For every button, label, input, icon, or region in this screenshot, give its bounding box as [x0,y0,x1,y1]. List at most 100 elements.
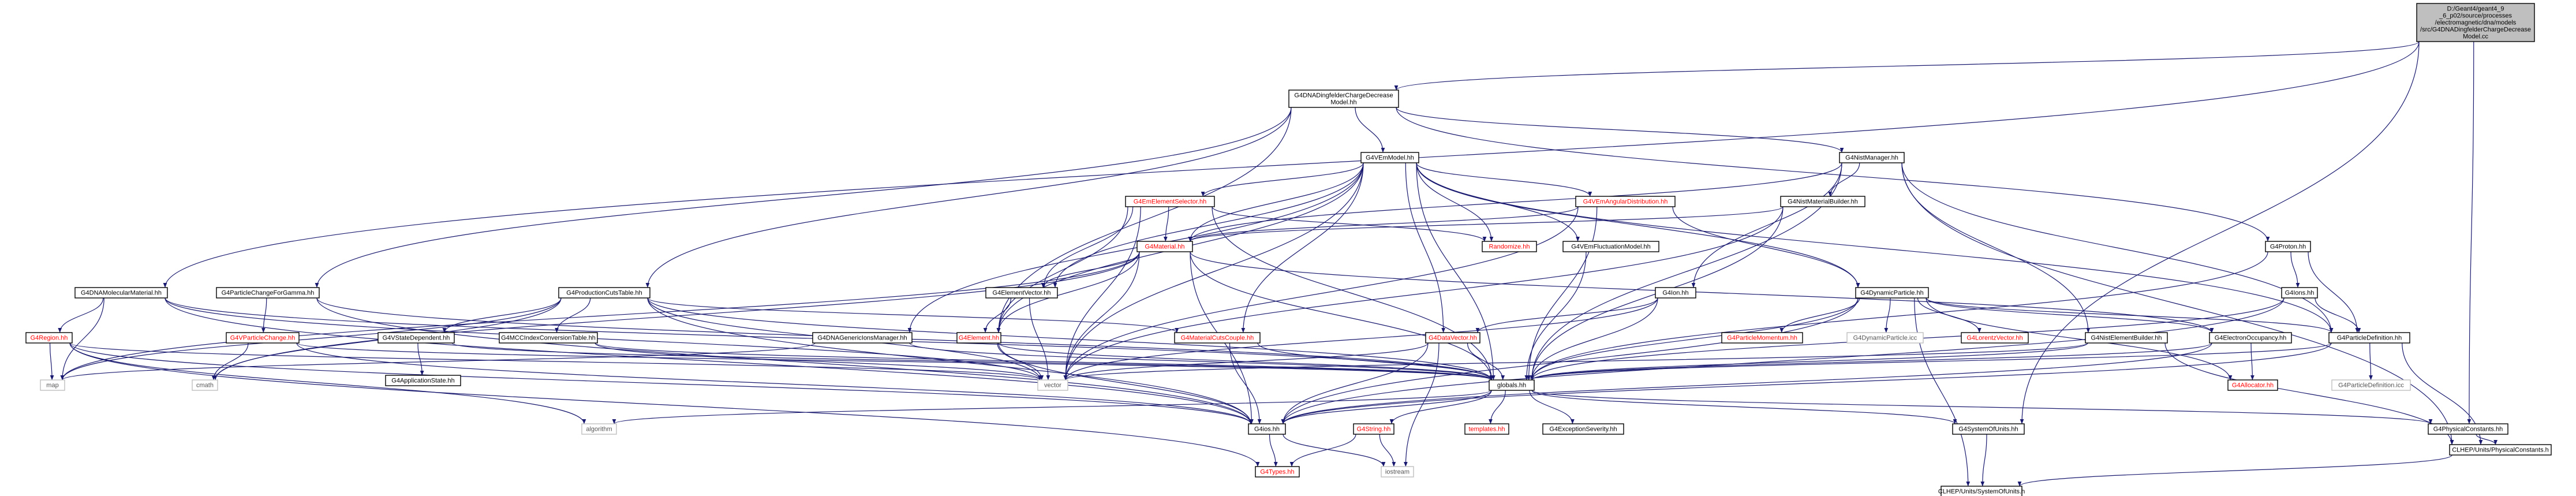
node-box [956,332,1001,344]
edge-line [1926,297,2214,333]
node-sysunits[interactable]: G4SystemOfUnits.hh [1952,423,2025,435]
header-nodes: D:/Geant4/geant4_9_6_p02/source/processe… [25,3,2552,496]
node-material[interactable]: G4Material.hh [1136,241,1193,252]
edge-vem-to-mcc [1241,162,1364,333]
node-string[interactable]: G4String.hh [1353,423,1394,435]
node-pdef[interactable]: G4ParticleDefinition.hh [2328,332,2410,344]
edge-line [612,390,1492,424]
edge-proton-to-ions [2290,251,2300,288]
edge-vem-to-vector [1063,162,1364,381]
node-pct[interactable]: G4ProductionCutsTable.hh [558,287,650,299]
edge-line [60,297,562,381]
node-physconst[interactable]: G4PhysicalConstants.hh [2428,423,2508,435]
node-pcg[interactable]: G4ParticleChangeForGamma.hh [216,287,320,299]
node-excsev[interactable]: G4ExceptionSeverity.hh [1542,423,1624,435]
node-label: G4NistMaterialBuilder.hh [1788,199,1858,206]
edge-line [1241,162,1364,333]
node-box [377,332,455,344]
edge-region-to-types [69,342,1260,467]
node-label: cmath [196,382,214,389]
node-box [1353,423,1394,435]
node-box [2331,379,2411,391]
edge-line [1188,206,1579,242]
node-element[interactable]: G4Element.hh [956,332,1001,344]
node-eocc[interactable]: G4ElectronOccupancy.hh [2209,332,2292,344]
edge-line [1063,342,1429,381]
edge-line [1063,206,1141,381]
edge-vang-to-material [1188,206,1579,242]
node-mcc[interactable]: G4MaterialCutsCouple.hh [1174,332,1261,344]
node-lvec[interactable]: G4LorentzVector.hh [1961,332,2029,344]
node-mcic[interactable]: G4MCCIndexConversionTable.hh [499,332,598,344]
edge-line [2369,342,2373,381]
node-box [581,423,617,435]
edge-material-to-map [60,251,1140,381]
node-nistmat[interactable]: G4NistMaterialBuilder.hh [1780,196,1865,207]
node-root[interactable]: D:/Geant4/geant4_9_6_p02/source/processe… [2416,3,2535,42]
node-vem[interactable]: G4VEmModel.hh [1360,152,1419,163]
node-clhep-su[interactable]: CLHEP/Units/SystemOfUnits.h [1938,486,2025,496]
node-evec[interactable]: G4ElementVector.hh [985,287,1058,299]
edge-dynp-to-globals [1530,297,1859,381]
node-dynp[interactable]: G4DynamicParticle.hh [1855,287,1929,299]
edge-nistman-to-pdef [1901,162,2334,333]
node-label: G4MCCIndexConversionTable.hh [501,335,596,342]
node-clhep-pc[interactable]: CLHEP/Units/PhysicalConstants.h [2449,444,2552,456]
node-box [1941,486,2022,496]
node-ios[interactable]: G4ios.hh [1248,423,1286,435]
node-label: G4LorentzVector.hh [1966,335,2022,342]
edge-line [1190,251,1494,381]
node-dvec[interactable]: G4DataVector.hh [1425,332,1480,344]
node-proton[interactable]: G4Proton.hh [2265,241,2311,252]
edge-root-to-molmat [163,41,2420,288]
node-globals[interactable]: globals.hh [1489,379,1535,391]
node-label: G4ParticleChangeForGamma.hh [222,290,315,297]
edge-line [909,342,1494,381]
edge-line [1914,297,1971,487]
edge-line [1281,342,1429,424]
edge-string-to-iostream [1379,434,1396,467]
node-types[interactable]: G4Types.hh [1255,466,1300,478]
node-box [558,287,650,299]
node-box [1425,332,1480,344]
node-eesel[interactable]: G4EmElementSelector.hh [1125,196,1215,207]
edge-line [211,342,249,381]
edge-globals-to-string [1389,390,1492,424]
edge-line [1926,297,2334,333]
node-algorithm: algorithm [581,423,617,435]
node-region[interactable]: G4Region.hh [25,332,73,344]
node-gim[interactable]: G4DNAGenericIonsManager.hh [812,332,913,344]
node-vang[interactable]: G4VEmAngularDistribution.hh [1575,196,1676,207]
edge-region-to-ios [69,342,1253,424]
node-vfluct[interactable]: G4VEmFluctuationModel.hh [1562,241,1659,252]
edge-pct-to-mcic [555,297,591,333]
node-nistelem[interactable]: G4NistElementBuilder.hh [2085,332,2168,344]
edge-line [1063,206,1579,381]
node-vpc[interactable]: G4VParticleChange.hh [226,332,300,344]
edge-mcic-to-globals [595,342,1493,381]
node-templates[interactable]: templates.hh [1464,423,1509,435]
node-box [1846,332,1924,344]
node-ion[interactable]: G4Ion.hh [1655,287,1696,299]
node-alloc[interactable]: G4Allocator.hh [2227,379,2278,391]
node-molmat[interactable]: G4DNAMolecularMaterial.hh [74,287,168,299]
node-label: G4ExceptionSeverity.hh [1549,426,1617,433]
edge-vem-to-dynp [1416,162,1860,288]
node-appstate[interactable]: G4ApplicationState.hh [385,375,461,386]
node-vsd[interactable]: G4VStateDependent.hh [377,332,455,344]
edge-root-to-dfcd [1394,41,2420,91]
edge-vem-to-pdef [1416,162,2334,333]
node-box [1655,287,1696,299]
edge-eocc-to-alloc [2250,342,2255,381]
edge-line [1531,390,1957,424]
edge-line [1281,342,2332,424]
node-nistman[interactable]: G4NistManager.hh [1839,152,1905,163]
node-pmom[interactable]: G4ParticleMomentum.hh [1721,332,1803,344]
edge-line [1029,297,1050,381]
edge-line [1394,41,2420,91]
node-ions[interactable]: G4Ions.hh [2281,287,2318,299]
node-label: G4NistElementBuilder.hh [2091,335,2162,342]
edge-vem-to-dvec [1405,162,1446,333]
node-random[interactable]: Randomize.hh [1482,241,1537,252]
